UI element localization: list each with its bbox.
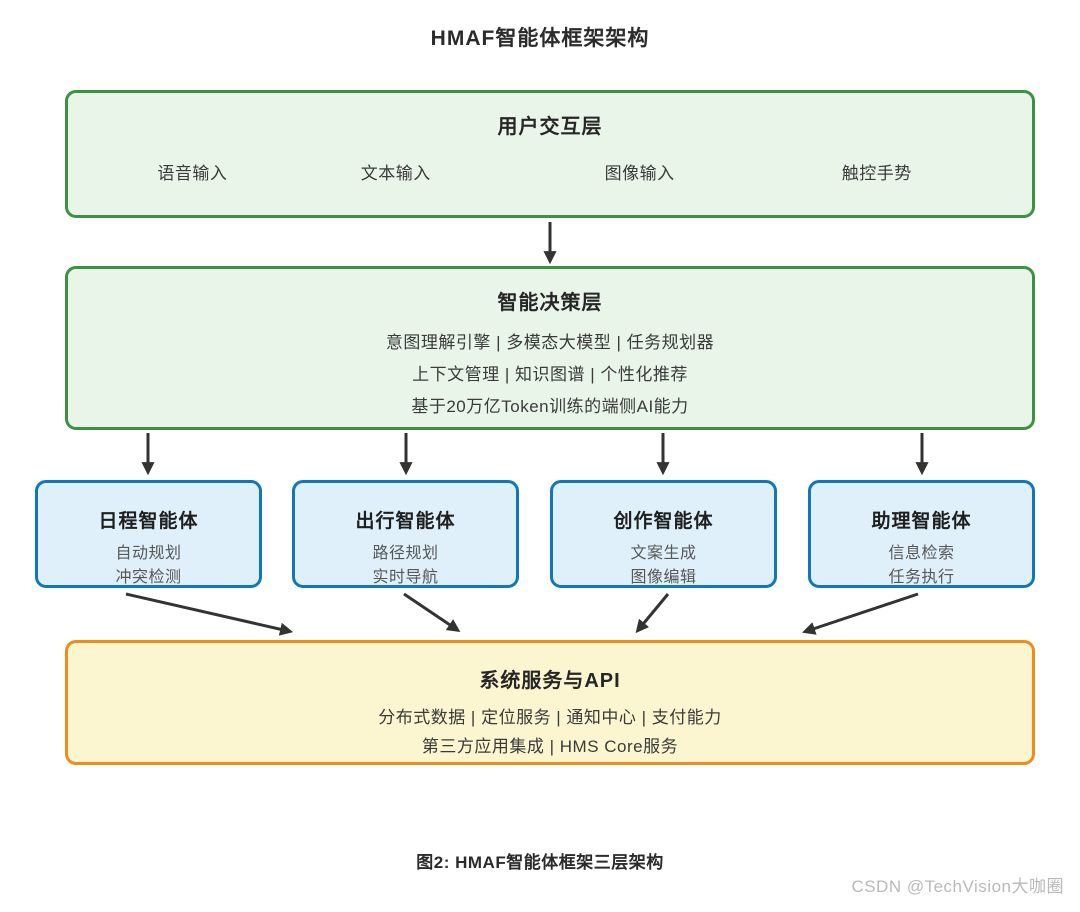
system-services-layer-title: 系统服务与API (479, 670, 621, 692)
decision-layer-line: 基于20万亿Token训练的端侧AI能力 (411, 397, 689, 416)
user-interaction-layer-title: 用户交互层 (497, 116, 603, 138)
arrow-agent-1-to-system (125, 592, 294, 636)
arrow-agent-4-to-system (801, 592, 919, 635)
decision-layer-line: 意图理解引擎 | 多模态大模型 | 任务规划器 (385, 333, 715, 352)
agent-card-feature: 实时导航 (372, 569, 439, 586)
arrow-agent-3-to-system (635, 593, 670, 634)
agent-card-title: 助理智能体 (871, 511, 972, 532)
agent-card-feature: 任务执行 (888, 569, 955, 586)
user-interaction-layer: 用户交互层 语音输入 文本输入 图像输入 触控手势 (65, 90, 1035, 218)
agent-card-title: 日程智能体 (98, 511, 199, 532)
decision-layer-title: 智能决策层 (497, 292, 603, 314)
arrow-agent-2-to-system (403, 592, 461, 632)
system-services-line: 分布式数据 | 定位服务 | 通知中心 | 支付能力 (378, 708, 722, 727)
agent-card-feature: 文案生成 (630, 545, 697, 562)
agent-card-creation: 创作智能体 文案生成 图像编辑 (550, 480, 777, 588)
csdn-watermark: CSDN @TechVision大咖圈 (851, 877, 1064, 896)
figure-caption: 图2: HMAF智能体框架三层架构 (416, 853, 664, 872)
agent-card-title: 创作智能体 (613, 511, 714, 532)
agent-card-feature: 冲突检测 (115, 569, 182, 586)
input-mode-image: 图像输入 (604, 164, 675, 183)
system-services-line: 第三方应用集成 | HMS Core服务 (421, 737, 679, 756)
agent-card-feature: 图像编辑 (630, 569, 697, 586)
decision-layer-line: 上下文管理 | 知识图谱 | 个性化推荐 (412, 365, 688, 384)
decision-layer: 智能决策层 意图理解引擎 | 多模态大模型 | 任务规划器 上下文管理 | 知识… (65, 266, 1035, 430)
input-mode-gesture: 触控手势 (841, 164, 912, 183)
agent-card-title: 出行智能体 (355, 511, 456, 532)
input-mode-voice: 语音输入 (157, 164, 228, 183)
agent-card-travel: 出行智能体 路径规划 实时导航 (292, 480, 519, 588)
agent-card-feature: 路径规划 (372, 545, 439, 562)
diagram-title: HMAF智能体框架架构 (430, 27, 650, 50)
agent-card-feature: 信息检索 (888, 545, 955, 562)
input-mode-text: 文本输入 (360, 164, 431, 183)
agent-card-assistant: 助理智能体 信息检索 任务执行 (808, 480, 1035, 588)
agent-card-feature: 自动规划 (115, 545, 182, 562)
agent-card-schedule: 日程智能体 自动规划 冲突检测 (35, 480, 262, 588)
system-services-layer: 系统服务与API 分布式数据 | 定位服务 | 通知中心 | 支付能力 第三方应… (65, 640, 1035, 765)
